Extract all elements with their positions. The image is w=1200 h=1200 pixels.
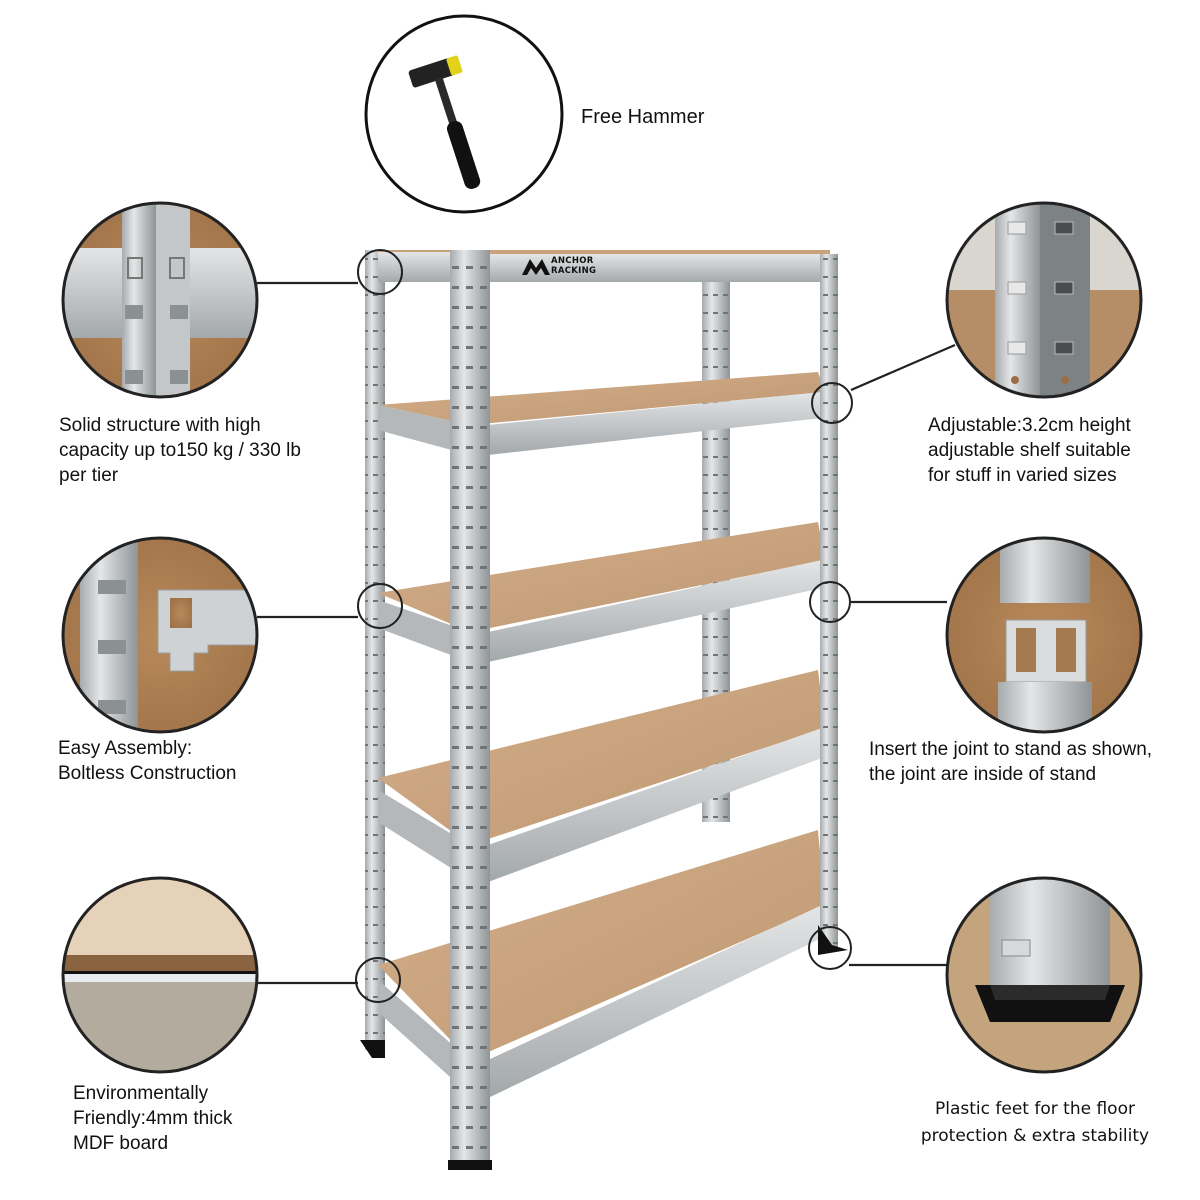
- caption-line: adjustable shelf suitable: [928, 440, 1131, 461]
- brand-logo-text: ANCHOR RACKING: [551, 256, 596, 276]
- boltless-clip-detail: [61, 536, 259, 734]
- caption-plastic-feet: Plastic feet for the floor protection & …: [900, 1096, 1170, 1150]
- caption-line: MDF board: [73, 1133, 169, 1154]
- caption-line: per tier: [59, 465, 119, 486]
- foot-front-left: [448, 1160, 492, 1170]
- mdf-edge-detail: [61, 876, 259, 1074]
- caption-line: Plastic feet for the floor: [935, 1099, 1135, 1119]
- caption-solid-structure: Solid structure with high capacity up to…: [59, 413, 301, 488]
- connector-lines: [257, 281, 956, 985]
- caption-easy-assembly: Easy Assembly: Boltless Construction: [58, 736, 236, 786]
- joint-connector-detail: [945, 536, 1143, 734]
- free-hammer-label: Free Hammer: [581, 106, 705, 128]
- hammer-circle: [364, 14, 564, 214]
- callout-markers: [355, 249, 853, 1003]
- caption-mdf-board: Environmentally Friendly:4mm thick MDF b…: [73, 1081, 232, 1156]
- caption-line: Friendly:4mm thick: [73, 1108, 233, 1129]
- caption-line: Adjustable:3.2cm height: [928, 415, 1131, 436]
- upright-slots-detail: [945, 201, 1143, 399]
- caption-line: Insert the joint to stand as shown,: [869, 739, 1153, 760]
- brand-line-1: ANCHOR: [551, 256, 594, 266]
- foot-front-right: [818, 925, 848, 955]
- caption-line: Boltless Construction: [58, 763, 237, 784]
- brand-line-2: RACKING: [551, 266, 597, 276]
- caption-joint-insert: Insert the joint to stand as shown, the …: [869, 737, 1152, 787]
- caption-line: protection & extra stability: [920, 1126, 1150, 1146]
- caption-line: the joint are inside of stand: [869, 764, 1097, 785]
- caption-line: Solid structure with high: [59, 415, 261, 436]
- corner-joint-detail: [61, 201, 259, 399]
- caption-line: Easy Assembly:: [58, 738, 193, 759]
- shelving-unit: [355, 249, 853, 1170]
- caption-adjustable: Adjustable:3.2cm height adjustable shelf…: [928, 413, 1131, 488]
- brand-logo: [522, 259, 550, 275]
- caption-line: capacity up to150 kg / 330 lb: [59, 440, 301, 461]
- caption-line: for stuff in varied sizes: [928, 465, 1117, 486]
- brand-logo-icon: [522, 259, 550, 275]
- caption-line: Environmentally: [73, 1083, 209, 1104]
- plastic-foot-detail: [945, 876, 1143, 1074]
- hammer-icon: [408, 55, 481, 189]
- foot-back-left: [360, 1040, 385, 1058]
